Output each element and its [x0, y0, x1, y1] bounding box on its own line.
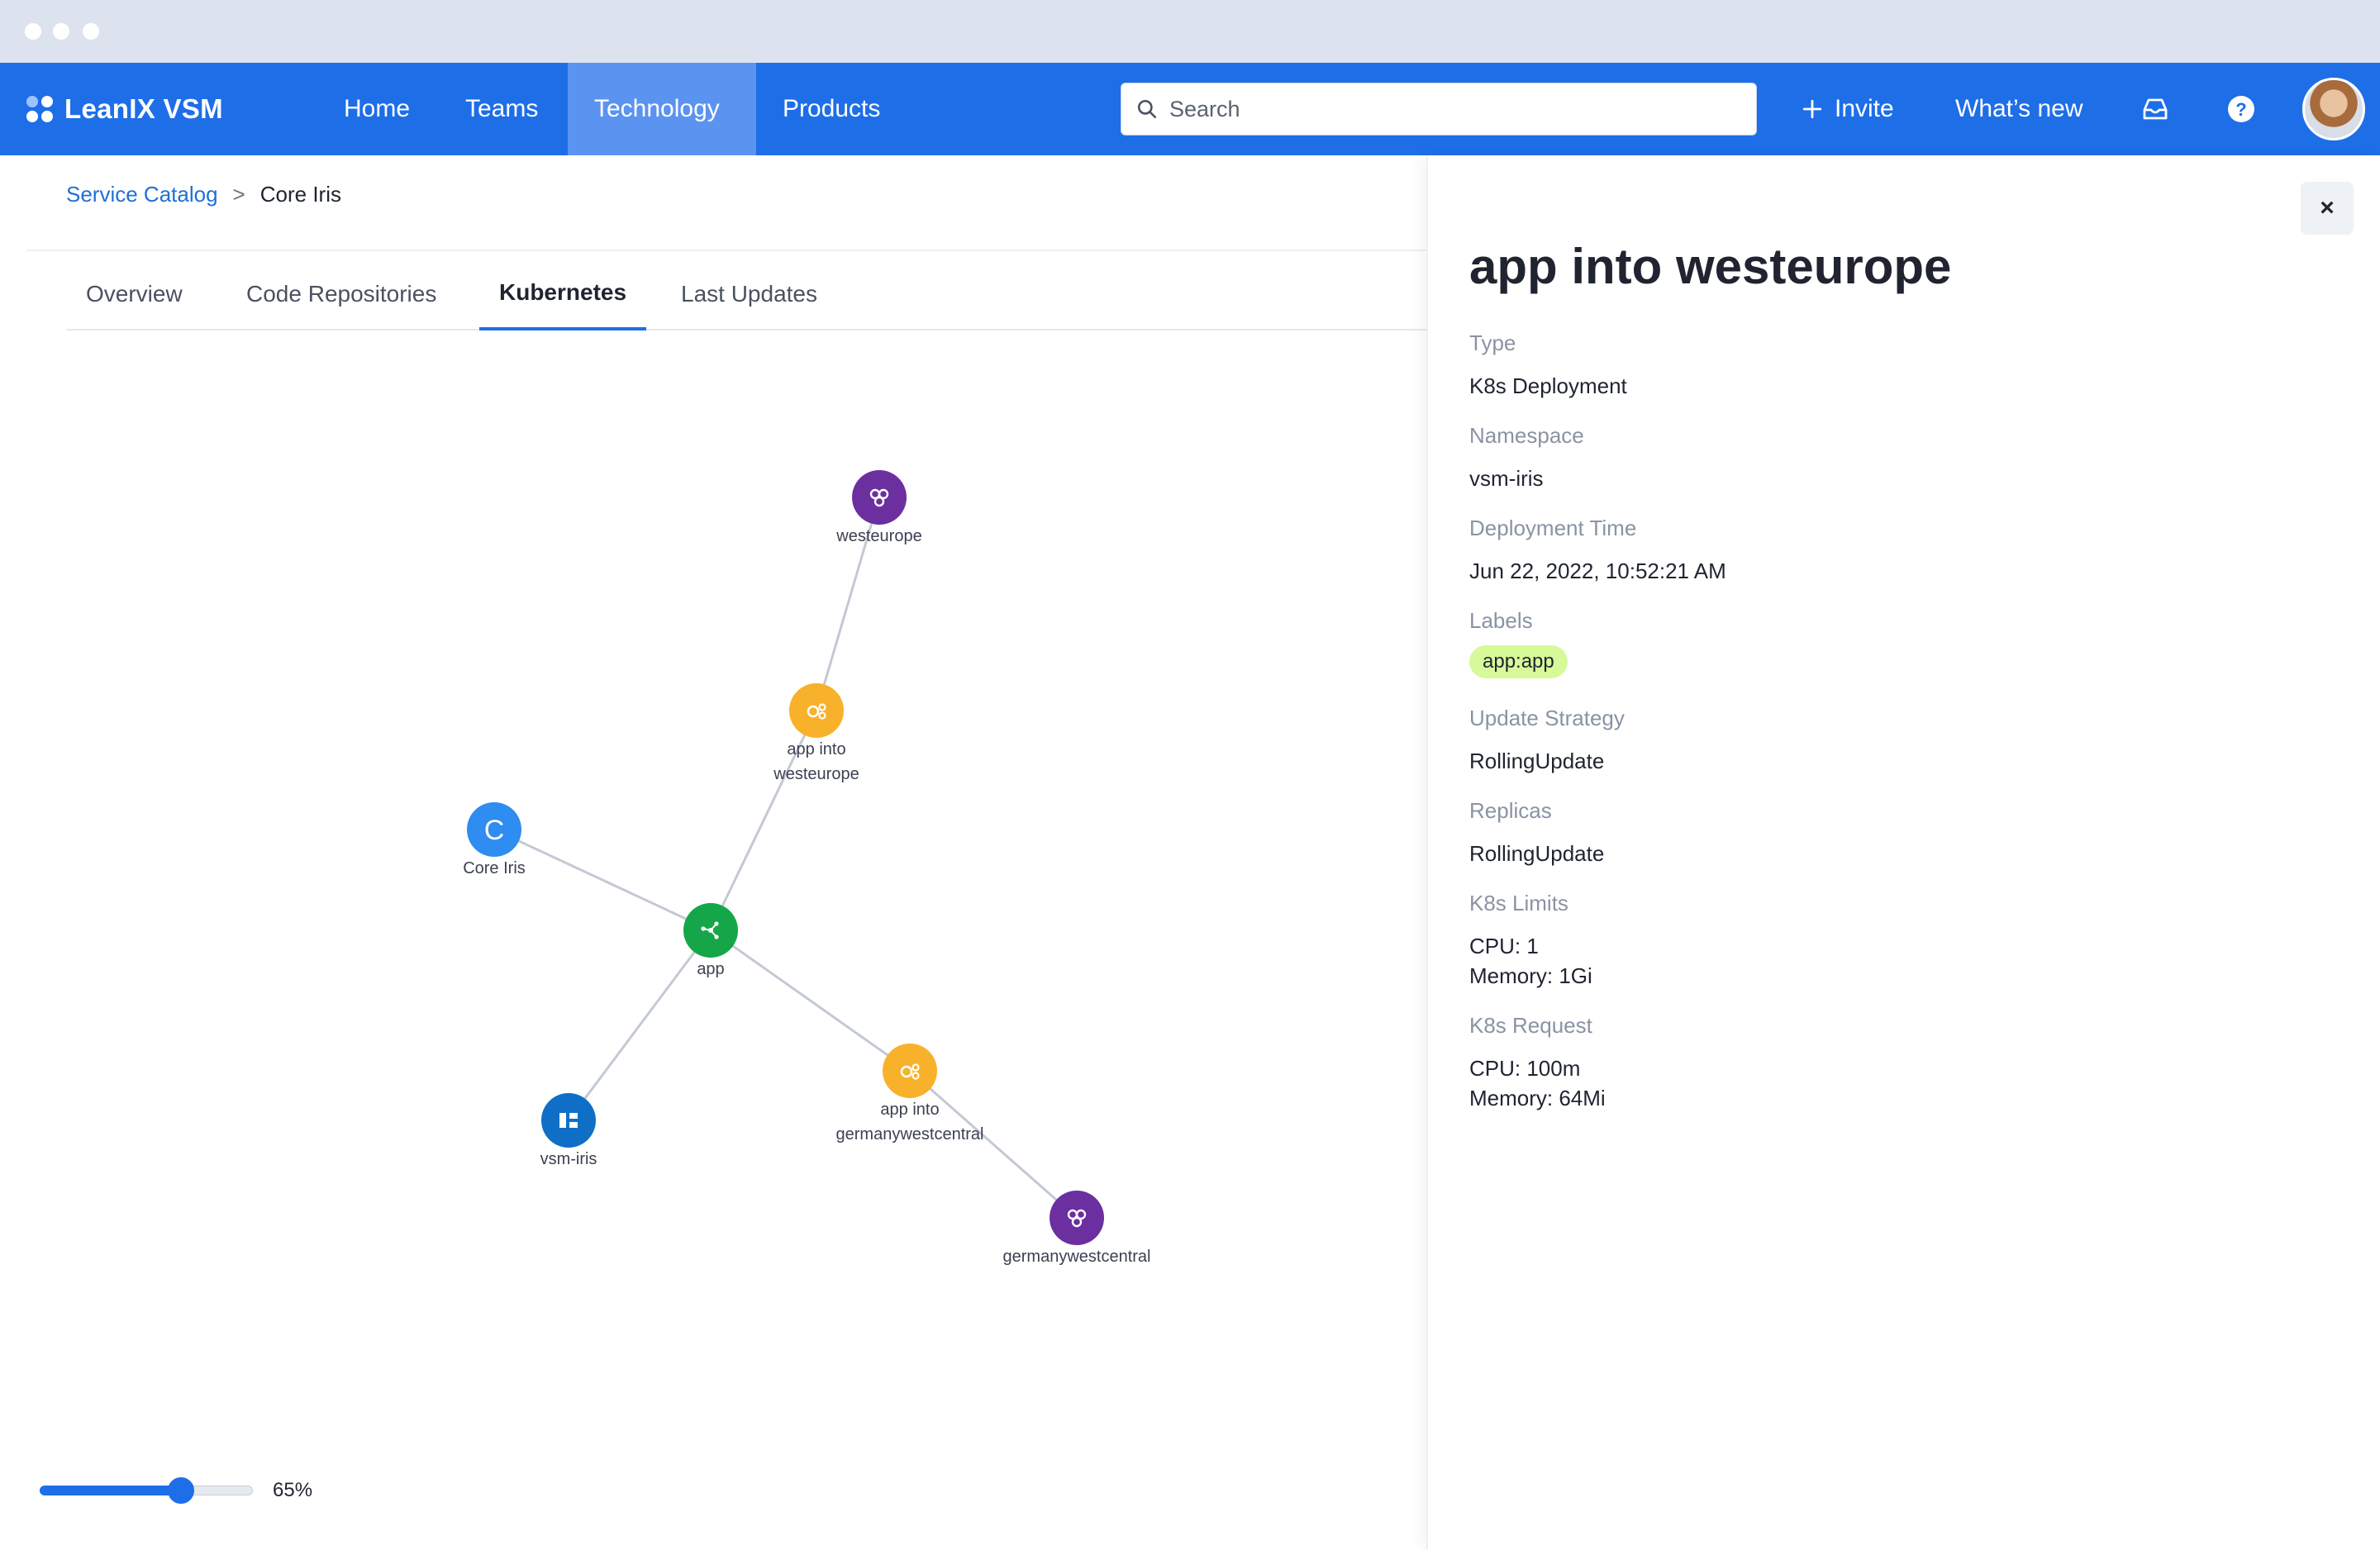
field-label: Update Strategy: [1469, 706, 1625, 730]
graph-edge: [815, 497, 881, 711]
tab-overview[interactable]: Overview: [86, 281, 183, 307]
deployment-icon: [807, 703, 826, 720]
cluster-icon: [1067, 1209, 1087, 1228]
field-deployment-time: Deployment Time Jun 22, 2022, 10:52:21 A…: [1469, 516, 1726, 586]
zoom-handle[interactable]: [167, 1477, 194, 1504]
plus-icon: [1802, 99, 1822, 119]
breadcrumb-current: Core Iris: [259, 182, 341, 207]
graph-node-label: germanywestcentral: [1003, 1248, 1151, 1266]
graph-node-app-westeurope[interactable]: app into westeurope: [773, 683, 859, 783]
label-chip[interactable]: app:app: [1469, 645, 1568, 678]
cluster-icon: [869, 488, 889, 507]
field-value: Jun 22, 2022, 10:52:21 AM: [1469, 559, 1726, 583]
window-dot-maximize[interactable]: [83, 23, 99, 40]
field-value: vsm-iris: [1469, 466, 1544, 491]
graph-node-label: germanywestcentral: [836, 1125, 984, 1143]
field-label: Type: [1469, 330, 1516, 355]
window-dot-minimize[interactable]: [53, 23, 69, 40]
tab-code-repositories[interactable]: Code Repositories: [246, 281, 437, 307]
field-label: K8s Limits: [1469, 891, 1568, 915]
svg-text:C: C: [484, 815, 505, 846]
whats-new-link[interactable]: What’s new: [1955, 95, 2083, 122]
graph-edge: [909, 1069, 1078, 1220]
nav-item-home[interactable]: Home: [344, 95, 411, 122]
field-label: Namespace: [1469, 423, 1584, 448]
details-panel: × app into westeurope Type K8s Deploymen…: [1426, 155, 2380, 1550]
field-k8s-request: K8s Request CPU: 100m Memory: 64Mi: [1469, 1013, 1606, 1113]
invite-label: Invite: [1835, 95, 1894, 122]
field-value: RollingUpdate: [1469, 749, 1605, 773]
search-box[interactable]: [1121, 83, 1757, 136]
breadcrumb-separator: >: [232, 182, 245, 207]
field-value: RollingUpdate: [1469, 841, 1605, 866]
field-update-strategy: Update Strategy RollingUpdate: [1469, 706, 1625, 776]
graph-node-vsm-iris[interactable]: vsm-iris: [540, 1093, 597, 1168]
graph-node-label: app into: [787, 740, 845, 758]
graph-node-core-iris[interactable]: C Core Iris: [463, 802, 526, 877]
field-labels: Labels app:app: [1469, 608, 1568, 678]
top-navigation: LeanIX VSM Home Teams Technology Product…: [0, 63, 2380, 155]
graph-node-label: Core Iris: [463, 859, 526, 877]
help-icon[interactable]: ?: [2225, 93, 2258, 126]
graph-edge: [710, 929, 911, 1072]
graph-node-germanywestcentral[interactable]: germanywestcentral: [1003, 1191, 1151, 1266]
field-label: Deployment Time: [1469, 516, 1637, 540]
tab-last-updates[interactable]: Last Updates: [681, 281, 817, 307]
service-letter: C: [484, 815, 505, 846]
graph-node-app[interactable]: app: [683, 903, 738, 978]
panel-title: app into westeurope: [1469, 239, 1952, 294]
field-label: Replicas: [1469, 798, 1552, 823]
graph-edge: [567, 930, 712, 1121]
graph-node-app-germany[interactable]: app into germanywestcentral: [836, 1044, 984, 1143]
breadcrumb-service-catalog[interactable]: Service Catalog: [66, 182, 218, 207]
field-value: CPU: 1: [1469, 934, 1539, 958]
svg-text:?: ?: [2235, 99, 2246, 120]
graph-node-label: westeurope: [773, 765, 859, 783]
user-avatar[interactable]: [2302, 78, 2365, 140]
search-input[interactable]: [1169, 96, 1731, 122]
field-type: Type K8s Deployment: [1469, 330, 1627, 401]
zoom-slider[interactable]: [40, 1477, 255, 1504]
field-value: CPU: 100m: [1469, 1056, 1581, 1081]
divider: [26, 250, 1426, 251]
graph-edge: [493, 828, 712, 932]
nav-item-technology[interactable]: Technology: [568, 63, 756, 155]
logo-icon: [26, 96, 53, 122]
window-dot-close[interactable]: [25, 23, 41, 40]
search-icon: [1137, 99, 1157, 119]
app-icon: [701, 921, 719, 939]
field-value: Memory: 1Gi: [1469, 963, 1592, 988]
graph-node-label: westeurope: [835, 527, 921, 545]
zoom-fill: [40, 1486, 181, 1495]
field-replicas: Replicas RollingUpdate: [1469, 798, 1604, 868]
deployment-icon: [900, 1063, 920, 1080]
window-chrome: [0, 0, 2380, 63]
graph-node-label: vsm-iris: [540, 1150, 597, 1168]
field-label: Labels: [1469, 608, 1533, 633]
app-name: LeanIX VSM: [64, 93, 223, 124]
zoom-value: 65%: [273, 1479, 313, 1501]
field-value: K8s Deployment: [1469, 373, 1627, 398]
namespace-icon: [559, 1113, 578, 1128]
field-label: K8s Request: [1469, 1013, 1592, 1038]
inbox-icon[interactable]: [2139, 93, 2172, 126]
field-value: Memory: 64Mi: [1469, 1086, 1606, 1110]
close-icon: ×: [2320, 194, 2335, 221]
app-logo[interactable]: LeanIX VSM: [26, 63, 223, 155]
graph-node-label: app: [697, 960, 724, 978]
close-button[interactable]: ×: [2301, 182, 2354, 235]
nav-item-teams[interactable]: Teams: [465, 95, 539, 122]
tab-bar: Overview Code Repositories Kubernetes La…: [66, 258, 1426, 330]
graph-node-westeurope[interactable]: westeurope: [835, 470, 922, 545]
breadcrumb: Service Catalog > Core Iris: [66, 182, 341, 207]
nav-item-products[interactable]: Products: [783, 95, 881, 122]
field-k8s-limits: K8s Limits CPU: 1 Memory: 1Gi: [1469, 891, 1592, 991]
graph-node-label: app into: [880, 1101, 939, 1119]
field-namespace: Namespace vsm-iris: [1469, 423, 1584, 493]
graph-edge: [709, 710, 818, 931]
tab-kubernetes[interactable]: Kubernetes: [479, 258, 647, 330]
invite-button[interactable]: Invite: [1802, 63, 1894, 155]
